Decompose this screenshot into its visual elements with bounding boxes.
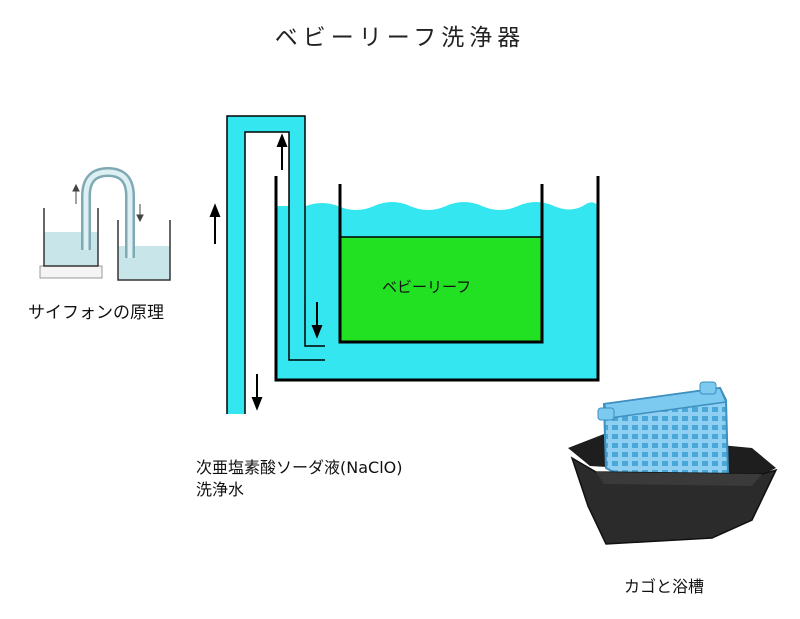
right-beaker (117, 220, 171, 281)
flow-arrow-up-pipe (276, 133, 288, 170)
siphon-up-arrow (72, 183, 80, 204)
basket-handle-right (699, 381, 717, 395)
flow-arrow-up-left (209, 203, 221, 244)
pedestal (39, 265, 103, 279)
flow-arrow-down-outlet (251, 374, 263, 411)
basket-and-tub-illustration (568, 381, 778, 545)
basket-caption: カゴと浴槽 (624, 577, 705, 596)
basket (597, 381, 730, 488)
flow-arrow-down-pipe (311, 302, 323, 339)
baby-leaf-label: ベビーリーフ (382, 278, 472, 296)
inner-basket-outline (338, 184, 544, 344)
inner-basket (338, 184, 544, 344)
tank-outline (274, 176, 600, 382)
page-title: ベビーリーフ洗浄器 (274, 25, 526, 51)
basket-handle-left (597, 407, 615, 421)
siphon-caption: サイフォンの原理 (28, 303, 164, 323)
baby-leaf-area (340, 237, 542, 342)
left-beaker (43, 208, 99, 267)
siphon-down-arrow (136, 204, 144, 223)
siphon-principle-illustration (39, 166, 171, 281)
solution-label: 次亜塩素酸ソーダ液(NaClO) (196, 458, 403, 477)
rinse-water-label: 洗浄水 (196, 480, 245, 499)
siphon-pipe (226, 115, 325, 414)
